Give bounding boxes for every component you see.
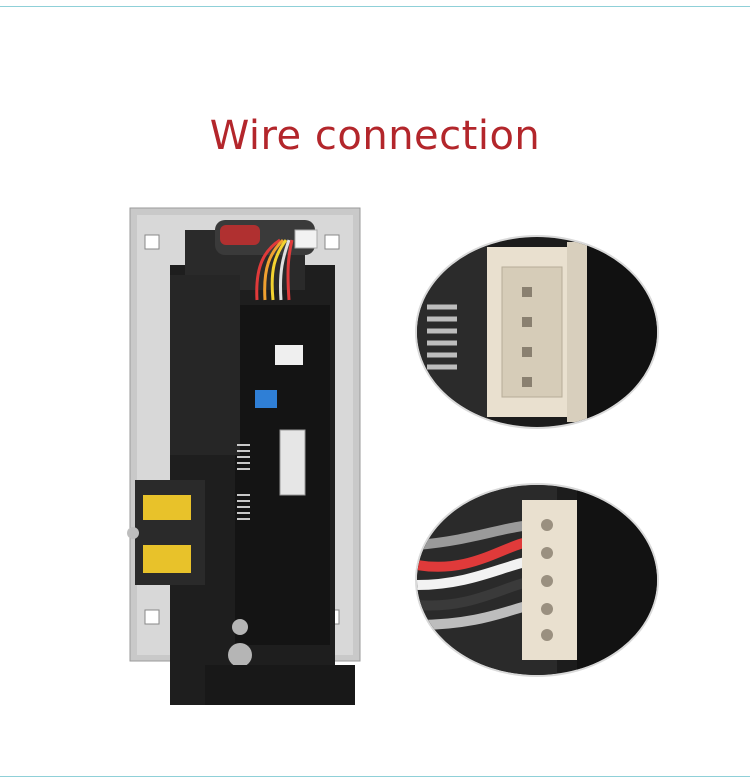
page-title: Wire connection [209,113,541,159]
connector-closeup-image [415,235,659,429]
top-divider [0,6,750,7]
wired-connector-closeup-image [415,483,659,677]
bottom-divider [0,776,750,777]
coin-acceptor-image [125,205,365,715]
